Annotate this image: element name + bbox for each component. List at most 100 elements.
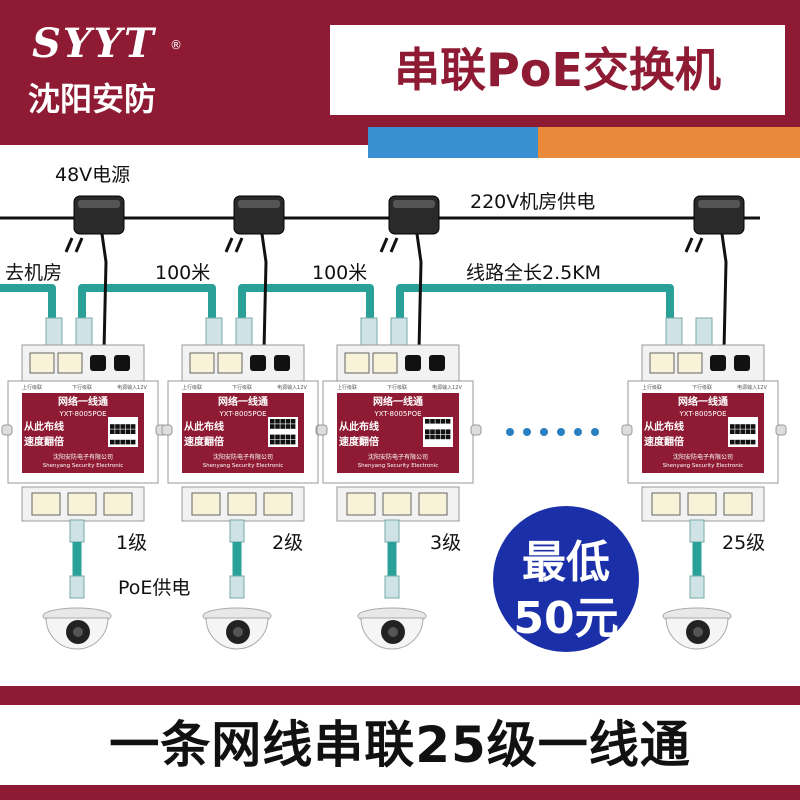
stripe-orange (538, 127, 800, 158)
qr-module (430, 419, 435, 424)
footer-slogan-box (0, 705, 800, 785)
product-slogan-2: 速度翻倍 (184, 435, 224, 448)
ethernet-port-icon (67, 492, 97, 516)
continuation-dot (506, 428, 514, 436)
qr-module (740, 439, 745, 445)
camera-lens-center (73, 627, 83, 637)
ethernet-port-icon (677, 352, 703, 374)
ethernet-port-icon (723, 492, 753, 516)
maker-name-cn: 沈阳安防电子有限公司 (368, 453, 428, 461)
qr-module (115, 439, 120, 445)
port-label: 下行级联 (692, 384, 712, 391)
qr-module (750, 424, 756, 429)
qr-module (275, 424, 280, 429)
qr-module (740, 429, 745, 434)
qr-module (730, 439, 735, 445)
qr-module (435, 434, 440, 440)
continuation-dot (540, 428, 548, 436)
qr-module (280, 419, 285, 424)
maker-name-en: Shenyang Security Electronic (203, 463, 284, 469)
product-slogan-2: 速度翻倍 (644, 435, 684, 448)
rj45-plug-icon (229, 519, 245, 543)
rj45-plug-icon (665, 317, 683, 347)
dc-jack-icon (710, 355, 726, 371)
maker-name-en: Shenyang Security Electronic (358, 463, 439, 469)
label-distance-2: 100米 (312, 262, 368, 284)
power-adapter-highlight (698, 200, 740, 208)
ethernet-port-icon (31, 492, 61, 516)
product-slogan-1: 从此布线 (184, 420, 224, 433)
ethernet-port-icon (227, 492, 257, 516)
product-name: 网络一线通 (218, 395, 268, 408)
qr-module (115, 429, 120, 434)
ethernet-port-icon (191, 492, 221, 516)
qr-module (270, 419, 275, 424)
label-220v-power: 220V机房供电 (470, 191, 596, 213)
port-label: 上行级联 (182, 384, 202, 391)
product-name: 网络一线通 (678, 395, 728, 408)
company-name: 沈阳安防 (28, 80, 157, 118)
qr-module (435, 419, 440, 424)
stripe-blue (368, 127, 538, 158)
plug-icon (684, 237, 704, 253)
ethernet-port-icon (382, 492, 412, 516)
plug-icon (379, 237, 399, 253)
qr-module (440, 419, 446, 424)
rj45-plug-icon (229, 575, 245, 599)
qr-module (435, 429, 440, 434)
power-adapter-highlight (238, 200, 280, 208)
camera-lens-center (388, 627, 398, 637)
power-adapter-highlight (393, 200, 435, 208)
ethernet-port-icon (687, 492, 717, 516)
product-slogan-2: 速度翻倍 (24, 435, 64, 448)
qr-module (285, 439, 291, 445)
brand-logo: SYYT (32, 20, 156, 67)
product-slogan-1: 从此布线 (339, 420, 379, 433)
label-level-25: 25级 (722, 532, 766, 554)
switch-unit-1: 上行级联下行级联电源输入12V网络一线通YXT-8005POE从此布线速度翻倍沈… (1, 195, 167, 650)
qr-module (440, 429, 446, 434)
maker-name-en: Shenyang Security Electronic (663, 463, 744, 469)
qr-module (735, 439, 740, 445)
ethernet-port-icon (263, 492, 293, 516)
ethernet-port-icon (651, 492, 681, 516)
qr-module (110, 429, 115, 434)
maker-name-cn: 沈阳安防电子有限公司 (213, 453, 273, 461)
label-distance-1: 100米 (155, 262, 211, 284)
rj45-plug-icon (695, 317, 713, 347)
port-label: 下行级联 (387, 384, 407, 391)
camera-lens-center (693, 627, 703, 637)
ethernet-port-icon (372, 352, 398, 374)
product-slogan-2: 速度翻倍 (339, 435, 379, 448)
dc-jack-icon (405, 355, 421, 371)
qr-module (445, 429, 451, 434)
qr-module (270, 434, 275, 440)
qr-module (120, 424, 125, 429)
port-label: 下行级联 (72, 384, 92, 391)
qr-module (280, 434, 285, 440)
dc-jack-icon (114, 355, 130, 371)
port-label: 电源输入12V (117, 384, 147, 391)
title-box: 串联PoE交换机 (330, 25, 785, 115)
ethernet-port-icon (418, 492, 448, 516)
port-label: 电源输入12V (737, 384, 767, 391)
ethernet-port-icon (346, 492, 376, 516)
rj45-plug-icon (69, 575, 85, 599)
qr-module (285, 419, 291, 424)
mount-tab (1, 424, 13, 436)
qr-module (425, 429, 430, 434)
qr-module (745, 424, 751, 429)
rj45-plug-icon (205, 317, 223, 347)
switch-unit-2: 上行级联下行级联电源输入12V网络一线通YXT-8005POE从此布线速度翻倍沈… (161, 195, 327, 650)
product-name: 网络一线通 (373, 395, 423, 408)
page-title: 串联PoE交换机 (394, 43, 721, 97)
port-label: 电源输入12V (432, 384, 462, 391)
qr-module (425, 419, 430, 424)
ethernet-port-icon (29, 352, 55, 374)
qr-module (430, 434, 435, 440)
dc-jack-icon (90, 355, 106, 371)
product-slogan-1: 从此布线 (644, 420, 684, 433)
qr-module (125, 439, 131, 445)
